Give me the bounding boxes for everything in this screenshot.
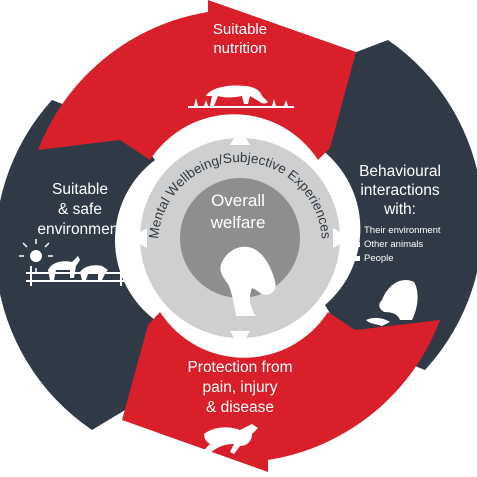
segment-left-line: & safe <box>58 201 102 218</box>
segment-top-label: Suitable nutrition <box>175 20 305 58</box>
list-item: People <box>355 252 441 266</box>
segment-right-line: interactions <box>360 182 440 199</box>
grazing-horse-icon <box>188 85 294 108</box>
arrow-right-icon <box>333 228 350 248</box>
horse-hand-icon <box>366 280 418 326</box>
galloping-horse-icon <box>202 424 258 456</box>
segment-left-line: environment <box>37 221 123 238</box>
segment-right-shape <box>322 40 477 400</box>
list-item: Other animals <box>355 238 441 252</box>
list-item: Their environment <box>355 224 441 238</box>
segment-bottom-line: Protection from <box>187 359 293 376</box>
segment-left-shape <box>0 70 155 430</box>
center-line: welfare <box>210 213 266 232</box>
segment-right-label: Behavioural interactions with: <box>335 162 465 219</box>
segment-bottom-label: Protection from pain, injury & disease <box>150 358 330 418</box>
segment-bottom-shape <box>122 312 440 472</box>
interaction-list: Their environment Other animals People <box>355 224 441 266</box>
segment-right-line: Behavioural <box>359 163 441 180</box>
center-line: Overall <box>211 191 265 210</box>
segment-left-line: Suitable <box>51 181 108 198</box>
arrow-down-icon <box>230 331 250 348</box>
center-label: Overall welfare <box>183 190 293 234</box>
segment-top-line: Suitable <box>212 21 268 38</box>
segment-top-line: nutrition <box>213 40 267 57</box>
segment-right-line: with: <box>384 201 416 218</box>
arrow-up-icon <box>230 128 250 145</box>
horse-head-icon <box>220 246 276 316</box>
fence-horses-icon <box>19 239 124 286</box>
segment-bottom-line: pain, injury <box>202 379 278 396</box>
ring-arrows <box>130 128 350 348</box>
segment-left-label: Suitable & safe environment <box>20 180 140 240</box>
arrow-left-icon <box>130 228 147 248</box>
segment-top-shape <box>38 0 356 160</box>
segment-bottom-line: & disease <box>205 399 275 416</box>
